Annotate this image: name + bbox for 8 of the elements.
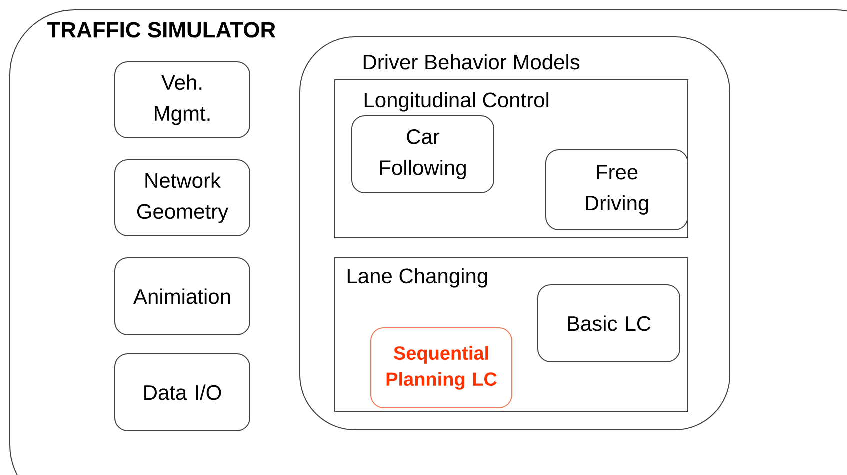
module-box: Sequential Planning LC xyxy=(370,328,512,408)
module-box: Veh. Mgmt. xyxy=(114,62,250,138)
module-box: Free Driving xyxy=(546,150,688,230)
module-box: Network Geometry xyxy=(114,160,250,236)
module-box: Basic LC xyxy=(538,284,680,362)
module-box: Data I/O xyxy=(114,354,250,432)
module-box: Car Following xyxy=(352,116,494,194)
module-box: Animiation xyxy=(114,258,250,336)
